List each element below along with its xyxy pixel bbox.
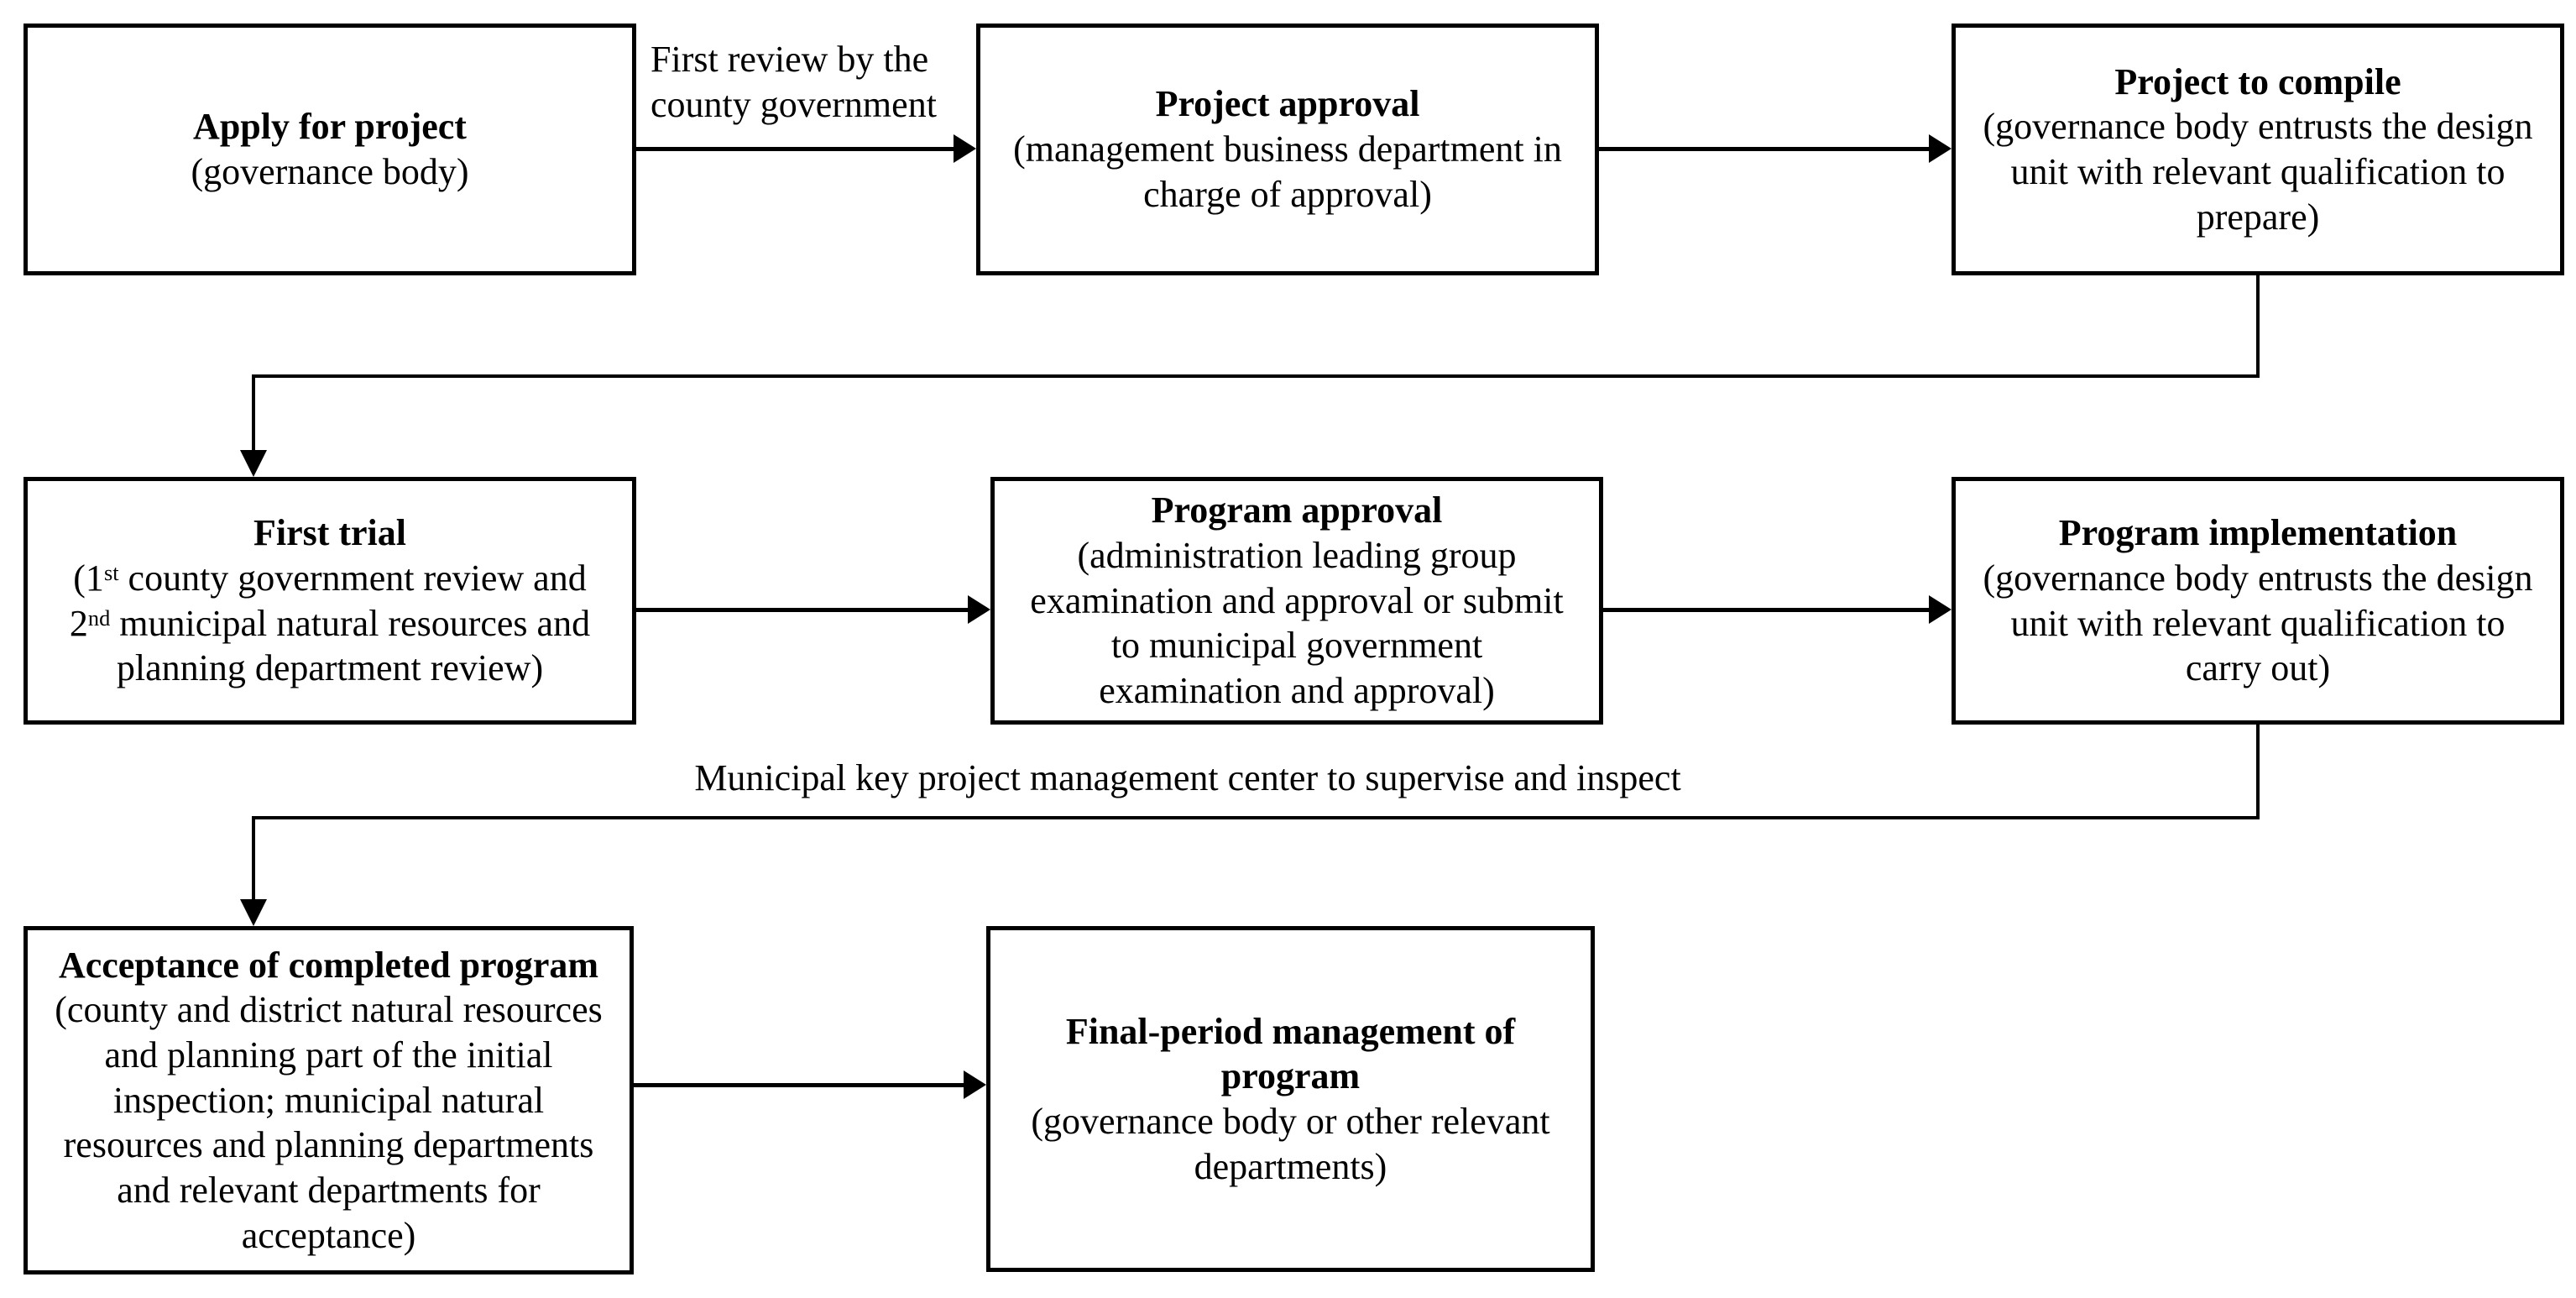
arrow-right-icon bbox=[1929, 134, 1952, 163]
connector-segment-horizontal bbox=[252, 374, 2260, 378]
arrow-shaft bbox=[1603, 608, 1931, 612]
flow-box-program-approval: Program approval (administration leading… bbox=[990, 477, 1603, 725]
flow-box-acceptance-of-completed-program: Acceptance of completed program (county … bbox=[24, 926, 634, 1274]
box-title: Apply for project bbox=[193, 106, 467, 148]
box-title: Program approval bbox=[1151, 489, 1443, 531]
arrow-shaft bbox=[1599, 147, 1931, 151]
arrow-right-icon bbox=[954, 134, 976, 163]
arrow-right-icon bbox=[964, 1070, 986, 1099]
arrow-shaft bbox=[636, 608, 970, 612]
connector-segment-horizontal bbox=[252, 816, 2260, 819]
arrow-down-icon bbox=[240, 899, 267, 926]
edge-label-supervise-inspect: Municipal key project management center … bbox=[694, 757, 1681, 798]
flow-box-first-trial: First trial (1st county government revie… bbox=[24, 477, 636, 725]
connector-segment-vertical bbox=[2256, 274, 2260, 378]
connector-segment-vertical bbox=[252, 816, 255, 900]
box-title: Project to compile bbox=[2114, 60, 2401, 102]
flow-box-apply-for-project: Apply for project (governance body) bbox=[24, 24, 636, 275]
box-title: First trial bbox=[253, 512, 407, 554]
box-title: Acceptance of completed program bbox=[58, 944, 599, 986]
flow-box-project-to-compile: Project to compile (governance body entr… bbox=[1952, 24, 2564, 275]
connector-segment-vertical bbox=[252, 374, 255, 453]
arrow-down-icon bbox=[240, 450, 267, 477]
arrow-right-icon bbox=[1929, 595, 1952, 624]
connector-segment-vertical bbox=[2256, 725, 2260, 819]
box-body: (governance body) bbox=[191, 151, 469, 192]
box-title: Program implementation bbox=[2058, 512, 2458, 554]
box-title: Project approval bbox=[1155, 83, 1420, 125]
flow-box-program-implementation: Program implementation (governance body … bbox=[1952, 477, 2564, 725]
arrow-shaft bbox=[634, 1083, 966, 1087]
arrow-right-icon bbox=[968, 595, 990, 624]
flow-box-project-approval: Project approval (management business de… bbox=[976, 24, 1599, 275]
arrow-shaft bbox=[636, 147, 956, 151]
